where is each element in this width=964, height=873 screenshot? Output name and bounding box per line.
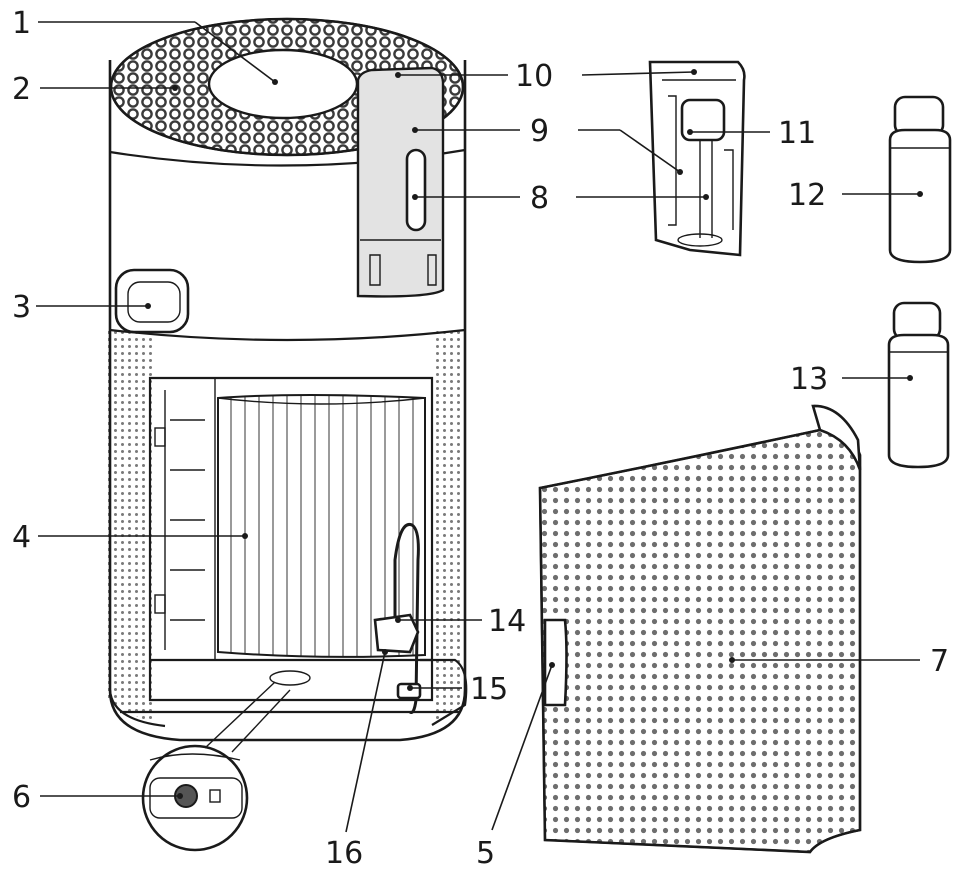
callout-3: 3 [12, 290, 31, 325]
callout-1: 1 [12, 6, 31, 41]
air-purifier-body [108, 17, 468, 742]
top-cap [207, 48, 359, 120]
detail-inset [141, 681, 291, 852]
side-grille-left [108, 330, 152, 725]
front-cover-panel [538, 404, 862, 854]
callout-9: 9 [530, 114, 549, 149]
carry-handle [114, 268, 190, 334]
fragrance-holder [648, 60, 746, 257]
callout-14: 14 [488, 604, 526, 639]
side-grille-right [432, 330, 465, 725]
callout-13: 13 [790, 362, 828, 397]
callout-10: 10 [515, 59, 553, 94]
power-plug [373, 613, 420, 654]
callout-labels: 1 2 3 4 5 6 7 8 9 10 11 12 13 14 15 16 [12, 6, 949, 871]
callout-8: 8 [530, 181, 549, 216]
callout-16: 16 [325, 836, 363, 871]
callout-2: 2 [12, 72, 31, 107]
callout-12: 12 [788, 178, 826, 213]
fragrance-bottle-12 [888, 95, 952, 264]
filter-cylinder [217, 394, 426, 658]
callout-4: 4 [12, 520, 31, 555]
water-tank-installed [356, 66, 445, 298]
callout-7: 7 [930, 644, 949, 679]
callout-6: 6 [12, 780, 31, 815]
fragrance-bottle-13 [887, 301, 950, 469]
callout-11: 11 [778, 116, 816, 151]
leader-lines [36, 21, 923, 833]
cover-latch [543, 618, 568, 707]
power-cord [393, 522, 420, 714]
callout-15: 15 [470, 672, 508, 707]
callout-5: 5 [476, 836, 495, 871]
